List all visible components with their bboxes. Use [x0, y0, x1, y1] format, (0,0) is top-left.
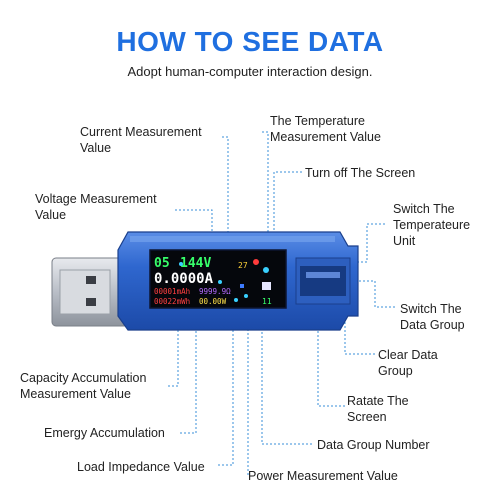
label-clear-data-group: Clear Data Group [378, 348, 438, 378]
screen-impedance: 9999.9Ω [199, 287, 231, 296]
screen-capacity: 00001mAh [154, 287, 190, 296]
label-load-impedance: Load Impedance Value [77, 460, 205, 474]
screen-index: 11 [262, 297, 272, 306]
screen-dot-red [253, 259, 259, 265]
screen-group-number: 05 [154, 256, 170, 271]
screen-power: 00.00W [199, 297, 227, 306]
screen-current: 0.0000A [154, 271, 214, 287]
label-power-measurement: Power Measurement Value [248, 469, 398, 483]
label-current-measurement: Current Measurement Value [80, 125, 202, 155]
label-voltage-measurement: Voltage Measurement Value [35, 192, 157, 222]
lcd-screen [149, 249, 287, 309]
label-temperature-measurement: The Temperature Measurement Value [270, 114, 381, 144]
label-switch-temperature-unit: Switch The Temperateure Unit [393, 202, 471, 248]
screen-energy: 00022mWh [154, 297, 190, 306]
screen-temperature: 27 [238, 261, 248, 270]
label-switch-data-group: Switch The Data Group [400, 302, 465, 332]
screen-voltage: 144V [180, 256, 211, 271]
page-subtitle: Adopt human-computer interaction design. [127, 64, 373, 79]
usb-plug-icon [51, 257, 131, 327]
screen-dot-cyan [263, 267, 269, 273]
screen-indicator-box [262, 282, 271, 290]
label-turn-off-screen: Turn off The Screen [305, 166, 416, 180]
label-data-group-number: Data Group Number [317, 438, 430, 452]
label-capacity-accumulation: Capacity Accumulation Measurement Value [20, 371, 147, 401]
page-title: HOW TO SEE DATA [116, 26, 384, 57]
label-energy-accumulation: Emergy Accumulation [44, 426, 165, 440]
usb-port-icon [295, 257, 351, 305]
label-rotate-screen: Ratate The Screen [347, 394, 409, 424]
